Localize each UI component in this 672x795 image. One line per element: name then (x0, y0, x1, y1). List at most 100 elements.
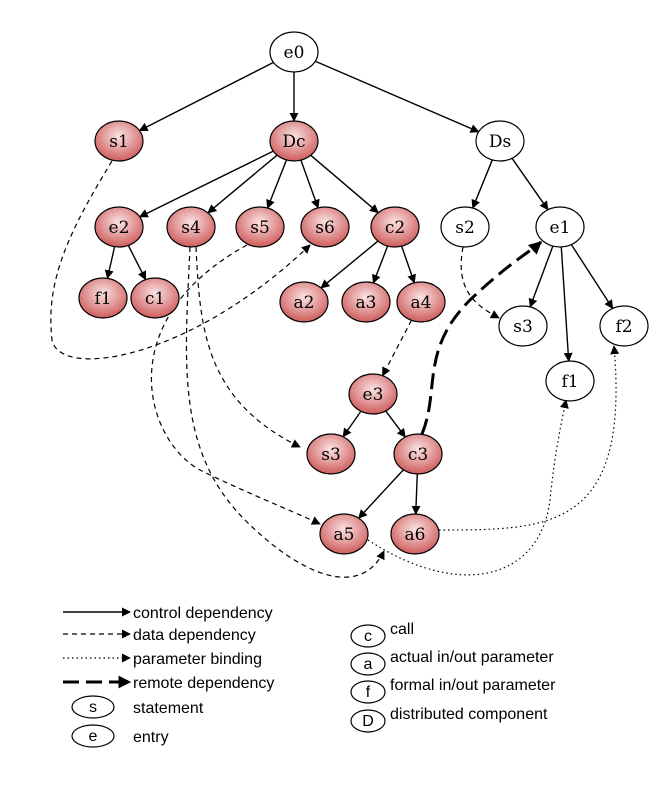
node-label: a5 (334, 525, 355, 545)
node-ellipse (269, 120, 319, 162)
node-s6: s6 (300, 206, 350, 248)
legend-label-statement: statement (133, 700, 204, 717)
node-Dc: Dc (269, 120, 319, 162)
node-ellipse (300, 206, 350, 248)
edge-data-s5-to-a5 (150, 244, 321, 525)
node-label: a3 (356, 293, 377, 313)
edge-control-e0-to-Ds (315, 60, 480, 133)
edge-control-Ds-to-e1 (511, 157, 549, 211)
legend-node-a (350, 652, 386, 676)
legend-label-data: data dependency (133, 627, 256, 644)
edge-control-Dc-to-e2 (138, 150, 274, 218)
node-f1r: f1 (545, 360, 595, 402)
node-c1: c1 (130, 277, 180, 319)
node-ellipse (393, 433, 443, 475)
edge-control-e1-to-f2r (570, 244, 614, 310)
node-label: Dc (282, 132, 305, 152)
node-f1l: f1 (78, 277, 128, 319)
legend-symbol-f: f (366, 684, 371, 701)
node-a6: a6 (390, 513, 440, 555)
node-ellipse (396, 281, 446, 323)
node-s2r: s2 (440, 206, 490, 248)
node-ellipse (78, 277, 128, 319)
node-label: s6 (315, 218, 335, 238)
edges-layer (50, 60, 620, 578)
node-label: a6 (405, 525, 426, 545)
node-ellipse (341, 281, 391, 323)
edge-param-a6-to-f2r (438, 345, 620, 531)
node-ellipse (440, 206, 490, 248)
node-label: c2 (385, 218, 405, 238)
node-Ds: Ds (475, 120, 525, 162)
node-c2: c2 (370, 206, 420, 248)
node-ellipse (166, 206, 216, 248)
node-ellipse (599, 305, 649, 347)
legend-symbol-e: e (89, 728, 98, 745)
legend-node-s (71, 695, 115, 719)
node-label: c1 (145, 289, 165, 309)
edge-control-e1-to-f1r (560, 246, 573, 362)
node-label: e1 (550, 218, 571, 238)
legend-label-control: control dependency (133, 605, 273, 622)
node-ellipse (319, 513, 369, 555)
edge-control-e1-to-s3r (528, 245, 554, 308)
node-e1: e1 (535, 206, 585, 248)
node-label: f1 (94, 289, 111, 309)
node-label: f2 (615, 317, 632, 337)
legend-node-f (350, 680, 386, 704)
legend-symbol-a: a (364, 656, 373, 673)
edge-control-e0-to-s1 (138, 61, 274, 132)
node-label: a2 (294, 293, 315, 313)
node-ellipse (235, 206, 285, 248)
edge-remote-c3-to-e1 (420, 240, 543, 435)
edge-control-e3-to-s3l (342, 410, 362, 438)
node-s5: s5 (235, 206, 285, 248)
edge-control-c3-to-a5 (358, 469, 404, 519)
edge-control-e2-to-f1l (104, 246, 116, 280)
node-label: e0 (284, 43, 305, 63)
node-label: a4 (411, 293, 432, 313)
edge-data-s4-to-a6 (185, 246, 385, 578)
edge-control-Dc-to-s4 (207, 154, 278, 214)
edge-data-s2r-to-s3r (460, 246, 500, 319)
edge-control-e2-to-c1 (127, 245, 147, 281)
node-ellipse (390, 513, 440, 555)
node-ellipse (279, 281, 329, 323)
edge-param-a5-to-f1r (367, 399, 569, 576)
node-label: s4 (181, 218, 201, 238)
node-ellipse (535, 206, 585, 248)
node-ellipse (475, 120, 525, 162)
node-ellipse (498, 305, 548, 347)
edge-control-Dc-to-s5 (266, 159, 288, 209)
node-label: s5 (250, 218, 270, 238)
edge-data-s1-to-s6 (50, 160, 311, 360)
edge-data-s4-to-s3l (195, 246, 301, 448)
edge-data-a4-to-e3 (382, 320, 412, 377)
legend-node-c (350, 624, 386, 648)
edge-control-Dc-to-s6 (300, 159, 320, 209)
node-ellipse (269, 31, 319, 73)
node-ellipse (130, 277, 180, 319)
node-ellipse (94, 120, 144, 162)
legend-node-e (71, 724, 115, 748)
node-label: s1 (109, 132, 129, 152)
node-label: s2 (455, 218, 475, 238)
node-ellipse (94, 206, 144, 248)
node-ellipse (348, 373, 398, 415)
node-label: e2 (109, 218, 130, 238)
legend-label-call: call (390, 621, 414, 638)
legend: control dependency data dependency paramet… (63, 605, 556, 748)
edge-control-c2-to-a2 (320, 240, 379, 289)
legend-label-entry: entry (133, 729, 169, 746)
node-label: e3 (363, 385, 384, 405)
legend-label-param: parameter binding (133, 651, 262, 668)
node-c3: c3 (393, 433, 443, 475)
edge-control-c2-to-a4 (400, 245, 416, 284)
node-e3: e3 (348, 373, 398, 415)
legend-label-distributed-component: distributed component (390, 706, 548, 723)
legend-label-actual-in-out-parameter: actual in/out parameter (390, 649, 554, 666)
legend-label-remote: remote dependency (133, 675, 274, 692)
edge-control-e3-to-c3 (385, 410, 406, 438)
